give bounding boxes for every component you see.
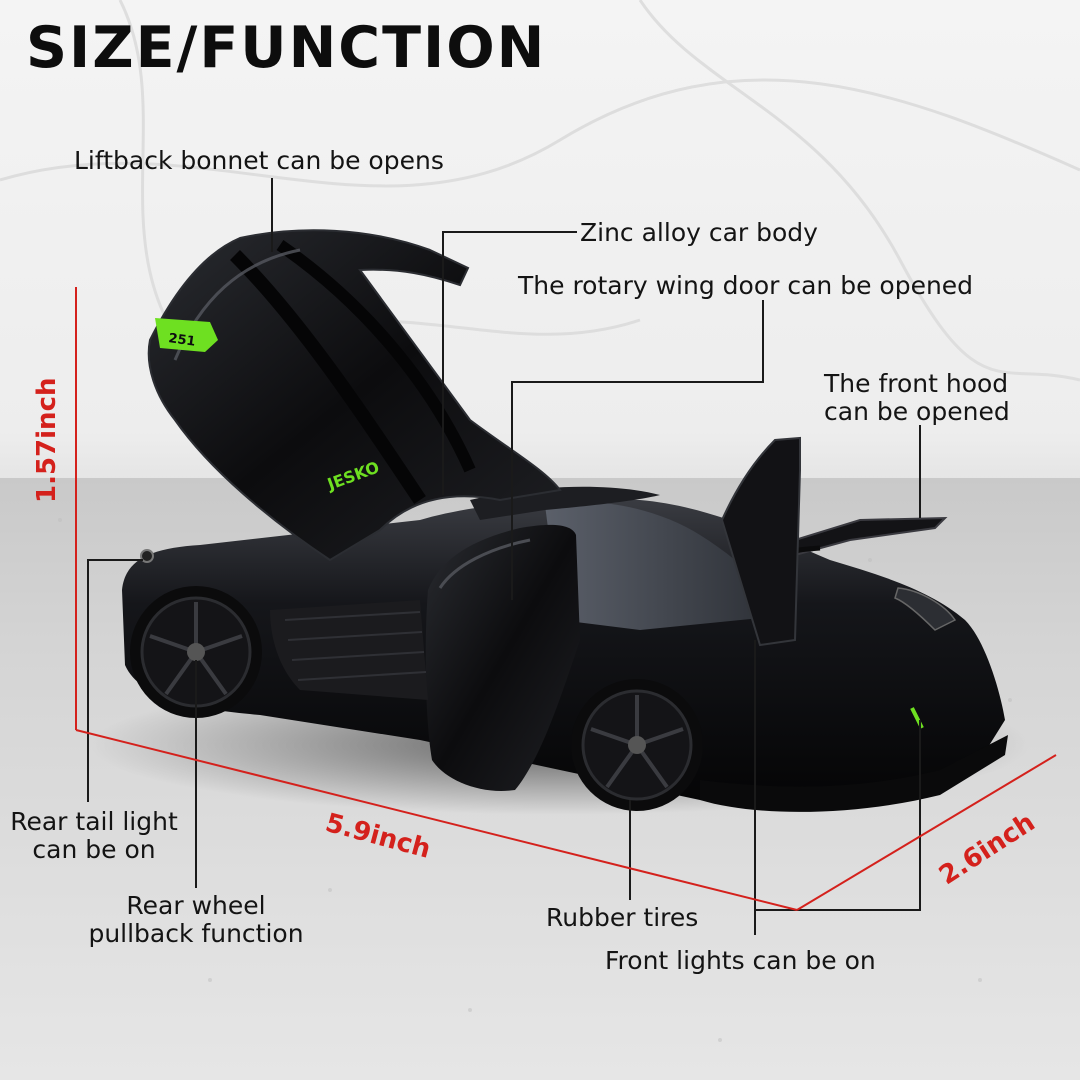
label-rubber-tires: Rubber tires: [546, 903, 699, 932]
label-rear-wheel-line2: pullback function: [88, 919, 304, 948]
label-rear-tail-light: Rear tail light can be on: [4, 808, 184, 864]
label-front-lights: Front lights can be on: [605, 946, 876, 975]
tail-light: [140, 549, 154, 563]
label-zinc-alloy: Zinc alloy car body: [580, 218, 818, 247]
label-front-hood-line1: The front hood: [824, 369, 1009, 398]
label-rear-wheel-line1: Rear wheel: [126, 891, 266, 920]
label-rotary-door: The rotary wing door can be opened: [518, 271, 974, 300]
label-rear-tail-line2: can be on: [32, 835, 156, 864]
page-title: SIZE/FUNCTION: [26, 15, 547, 81]
label-rear-tail-line1: Rear tail light: [10, 807, 178, 836]
label-liftback: Liftback bonnet can be opens: [74, 146, 444, 175]
label-rear-wheel: Rear wheel pullback function: [78, 892, 314, 948]
dimension-height: 1.57inch: [32, 377, 62, 504]
intake-mesh: [284, 611, 427, 681]
front-wheel: [571, 679, 703, 811]
liftback-strut: [230, 250, 426, 504]
number-badge-text: 251: [167, 331, 196, 350]
label-front-hood: The front hood can be opened: [824, 370, 1010, 426]
number-badge: [155, 318, 218, 352]
headlight: [894, 587, 957, 631]
rear-wheel: [130, 586, 262, 718]
label-front-hood-line2: can be opened: [824, 397, 1010, 426]
